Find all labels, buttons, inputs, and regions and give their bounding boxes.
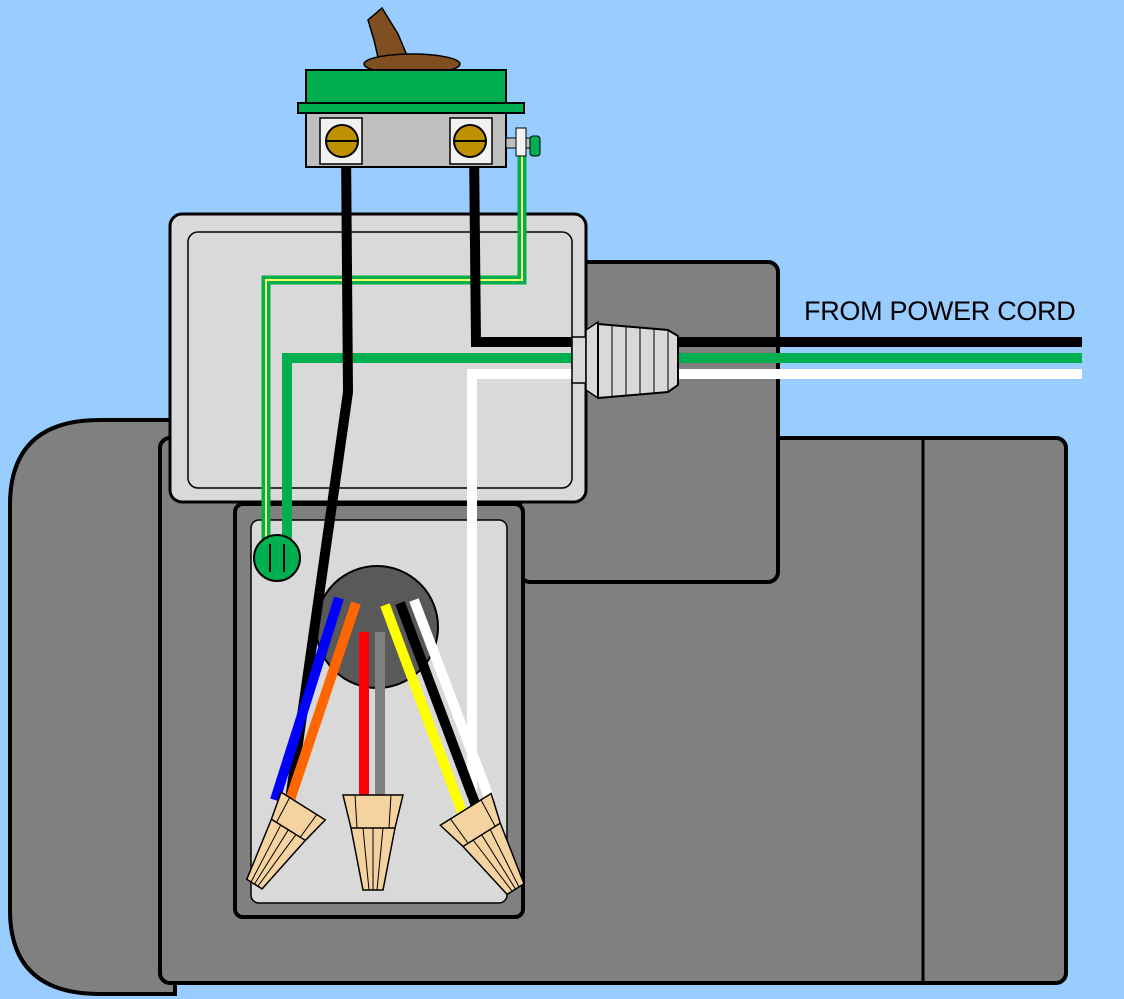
lead-orange bbox=[285, 601, 361, 802]
cable-clamp-icon bbox=[571, 320, 679, 400]
internal-wires bbox=[261, 147, 582, 801]
power-cord-wires bbox=[678, 337, 1082, 379]
wire-nut-icon bbox=[342, 794, 404, 891]
switch-body bbox=[305, 69, 507, 104]
wire-nut-icon bbox=[439, 792, 525, 896]
cord-neutral-internal bbox=[467, 369, 582, 800]
power-cord-label: FROM POWER CORD bbox=[804, 296, 1076, 326]
motor-leads bbox=[270, 596, 495, 814]
switch-ground-wire-stripe bbox=[265, 150, 523, 545]
lead-black bbox=[395, 601, 481, 808]
lead-yellow bbox=[380, 603, 467, 814]
cord-ground-internal bbox=[282, 353, 582, 545]
switch-strap bbox=[297, 102, 525, 114]
lead-white bbox=[409, 598, 495, 802]
cord-hot-internal bbox=[469, 147, 582, 347]
wire-nut-icon bbox=[245, 791, 327, 890]
switched-hot-wire bbox=[285, 147, 354, 801]
lead-blue bbox=[270, 596, 344, 802]
motor-end-bell bbox=[8, 418, 177, 996]
ground-screw-icon bbox=[253, 534, 301, 582]
toggle-switch-icon bbox=[297, 6, 541, 168]
